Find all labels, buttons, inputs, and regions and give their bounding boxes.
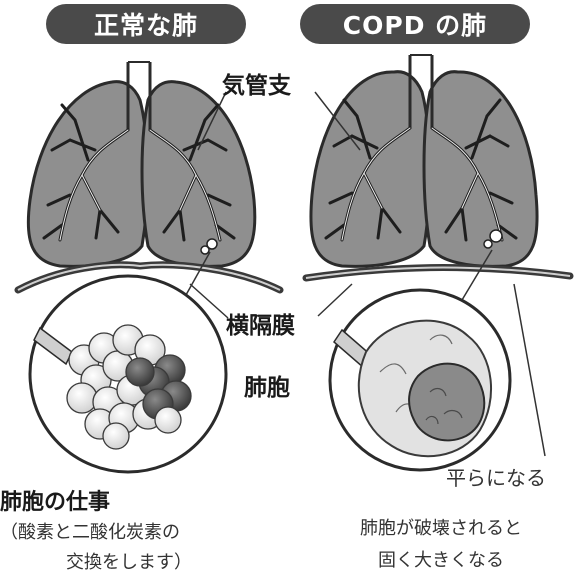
- copd-caption-line1: 肺胞が破壊されると: [360, 518, 522, 539]
- alveoli-function-line2: 交換をします）: [66, 552, 192, 573]
- bronchi-label: 気管支: [222, 73, 291, 99]
- copd-trachea: [408, 55, 434, 128]
- alveoli-function-line1: （酸素と二酸化炭素の: [0, 522, 180, 543]
- flat-label: 平らになる: [446, 466, 546, 490]
- diaphragm-label: 横隔膜: [226, 313, 295, 339]
- alveoli-function-title: 肺胞の仕事: [0, 490, 111, 515]
- normal-alveoli-circle: [28, 274, 228, 474]
- normal-right-lobe: [140, 80, 257, 268]
- copd-right-lobe: [422, 70, 539, 268]
- copd-lung-header: COPD の肺: [300, 4, 530, 44]
- alveoli-label: 肺胞: [244, 375, 290, 401]
- normal-left-lobe: [26, 80, 150, 268]
- normal-lung: [14, 61, 284, 294]
- copd-lung-header-text: COPD の肺: [342, 11, 488, 40]
- copd-caption-line2: 固く大きくなる: [378, 550, 504, 571]
- copd-lung: [309, 54, 539, 268]
- copd-alveoli-circle: [328, 288, 512, 472]
- normal-lung-header: 正常な肺: [46, 4, 246, 44]
- normal-lung-header-text: 正常な肺: [93, 11, 198, 40]
- copd-left-lobe: [309, 70, 432, 268]
- normal-trachea: [126, 62, 152, 130]
